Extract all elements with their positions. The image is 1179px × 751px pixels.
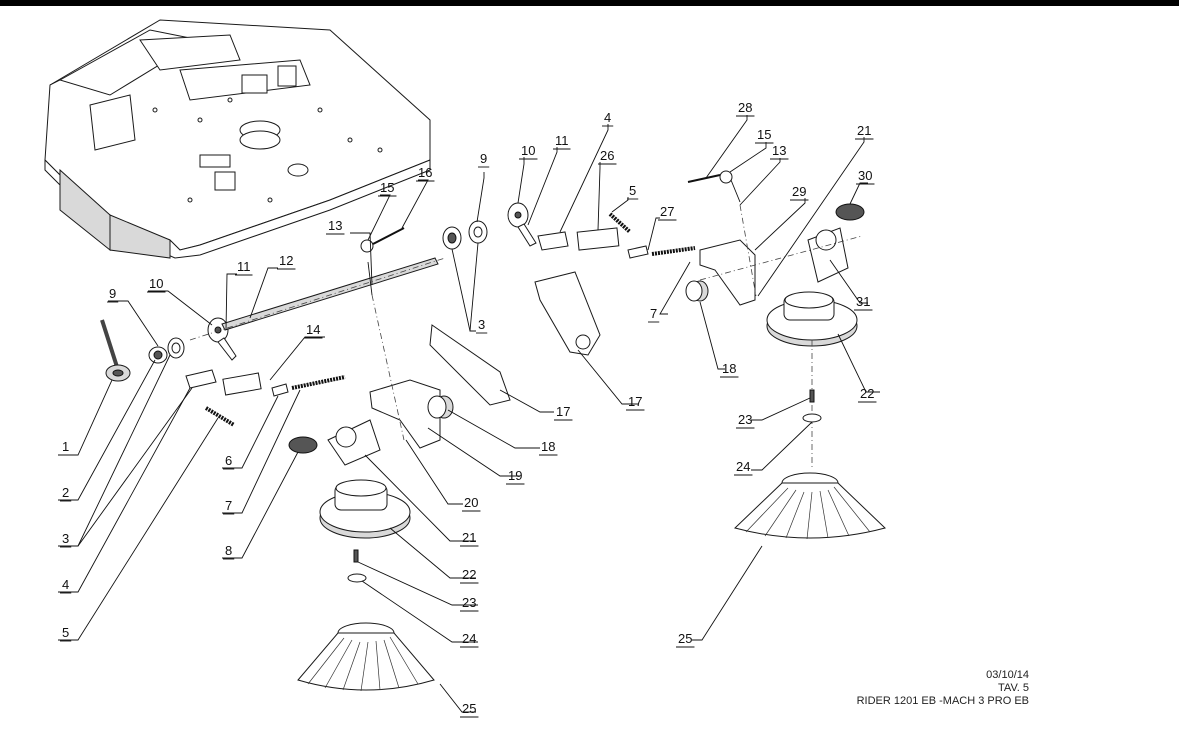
label-part-4-b: 4 <box>604 110 611 125</box>
label-part-14: 14 <box>306 322 320 337</box>
leader-lines <box>58 115 880 713</box>
label-part-1: 1 <box>62 439 69 454</box>
label-part-7-b: 7 <box>650 306 657 321</box>
chassis-plate <box>44 19 431 259</box>
label-part-25-b: 25 <box>678 631 692 646</box>
label-part-12: 12 <box>279 253 293 268</box>
label-part-4: 4 <box>62 577 69 592</box>
label-part-15-b: 15 <box>757 127 771 142</box>
drawing-date: 03/10/14 <box>986 669 1029 681</box>
label-part-17-b: 17 <box>628 394 642 409</box>
label-part-7: 7 <box>225 498 232 513</box>
drawing-model-name: RIDER 1201 EB -MACH 3 PRO EB <box>856 695 1029 707</box>
label-part-18-b: 18 <box>722 361 736 376</box>
label-part-10: 10 <box>149 276 163 291</box>
label-part-24: 24 <box>462 631 476 646</box>
label-part-21-b: 21 <box>857 123 871 138</box>
top-border-bar <box>0 0 1179 6</box>
title-block: 03/10/14 TAV. 5 RIDER 1201 EB -MACH 3 PR… <box>857 669 1029 708</box>
label-part-30: 30 <box>858 168 872 183</box>
label-part-23-b: 23 <box>738 412 752 427</box>
label-part-27: 27 <box>660 204 674 219</box>
left-sweeper-assembly <box>100 227 511 692</box>
label-part-2: 2 <box>62 485 69 500</box>
label-part-13: 13 <box>328 218 342 233</box>
label-part-22-b: 22 <box>860 386 874 401</box>
label-part-9: 9 <box>109 286 116 301</box>
label-part-9-b: 9 <box>480 151 487 166</box>
part-number-labels: 1 2 3 4 5 6 7 8 9 10 11 12 13 14 15 16 3… <box>60 100 877 718</box>
label-part-3: 3 <box>62 531 69 546</box>
label-part-3-b: 3 <box>478 317 485 332</box>
label-part-5: 5 <box>62 625 69 640</box>
label-part-11-b: 11 <box>555 133 569 148</box>
label-part-23: 23 <box>462 595 476 610</box>
label-part-6: 6 <box>225 453 232 468</box>
label-part-8: 8 <box>225 543 232 558</box>
label-part-29: 29 <box>792 184 806 199</box>
label-part-31: 31 <box>856 294 870 309</box>
label-part-16: 16 <box>418 165 432 180</box>
label-part-18: 18 <box>541 439 555 454</box>
label-part-25: 25 <box>462 701 476 716</box>
label-part-13-b: 13 <box>772 143 786 158</box>
drawing-table-number: TAV. 5 <box>998 682 1029 694</box>
label-part-22: 22 <box>462 567 476 582</box>
label-part-20: 20 <box>464 495 478 510</box>
label-part-10-b: 10 <box>521 143 535 158</box>
label-part-15: 15 <box>380 180 394 195</box>
label-part-5-b: 5 <box>629 183 636 198</box>
label-part-28: 28 <box>738 100 752 115</box>
label-part-11: 11 <box>237 259 251 274</box>
label-part-17: 17 <box>556 404 570 419</box>
label-part-24-b: 24 <box>736 459 750 474</box>
label-part-19: 19 <box>508 468 522 483</box>
label-part-26: 26 <box>600 148 614 163</box>
label-part-21: 21 <box>462 530 476 545</box>
right-sweeper-assembly <box>442 170 886 540</box>
